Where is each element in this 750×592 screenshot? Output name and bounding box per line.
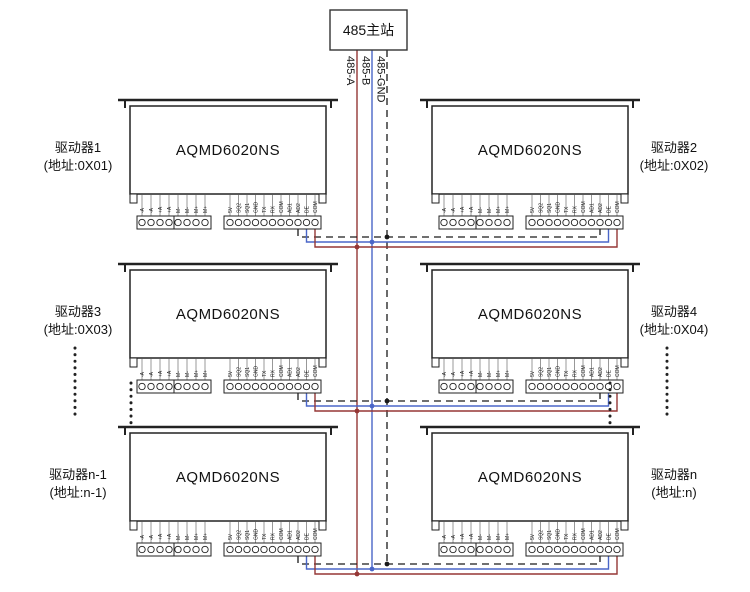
driver-n1-address: (地址:n-1)	[49, 485, 106, 500]
junction-dot	[384, 234, 390, 240]
driver-unit-4	[418, 262, 642, 395]
gnd-wire-row3	[297, 556, 601, 565]
driver-3-name: 驱动器3	[55, 304, 101, 319]
driver-n1-name: 驱动器n-1	[49, 467, 107, 482]
junction-dot	[384, 561, 390, 567]
driver-unit-6	[418, 425, 642, 558]
485b-wire-row2	[305, 393, 610, 407]
driver-n-address: (地址:n)	[651, 485, 697, 500]
485a-wire-row2	[314, 393, 618, 412]
row-1-wiring	[297, 229, 618, 250]
driver-unit-3	[116, 262, 340, 395]
junction-dot	[369, 403, 375, 409]
master-station-box	[329, 9, 408, 51]
bus-485b-label: 485-B	[360, 56, 372, 85]
driver-4-caption: 驱动器4 (地址:0X04)	[640, 304, 709, 337]
driver-2-address: (地址:0X02)	[640, 158, 709, 173]
master-station: 485主站	[329, 9, 408, 51]
driver-n-caption: 驱动器n (地址:n)	[651, 467, 697, 500]
junction-dot	[384, 398, 390, 404]
driver-2-caption: 驱动器2 (地址:0X02)	[640, 140, 709, 173]
junction-dot	[354, 244, 360, 250]
driver-1-caption: 驱动器1 (地址:0X01)	[44, 140, 113, 173]
junction-dot	[354, 408, 360, 414]
gnd-wire-row2	[297, 393, 601, 402]
driver-1-name: 驱动器1	[55, 140, 101, 155]
485a-wire-row3	[314, 556, 618, 575]
driver-4-name: 驱动器4	[651, 304, 697, 319]
driver-unit-5	[116, 425, 340, 558]
junction-dot	[369, 239, 375, 245]
485a-wire-row1	[314, 229, 618, 248]
driver-unit-1	[116, 98, 340, 231]
row-3-wiring	[297, 556, 618, 577]
master-station-label: 485主站	[343, 22, 394, 38]
driver-n1-caption: 驱动器n-1 (地址:n-1)	[49, 467, 107, 500]
driver-2-name: 驱动器2	[651, 140, 697, 155]
driver-3-address: (地址:0X03)	[44, 322, 113, 337]
bus-gnd-label: 485-GND	[375, 56, 387, 103]
driver-n-name: 驱动器n	[651, 467, 697, 482]
485b-wire-row3	[305, 556, 610, 570]
485b-wire-row1	[305, 229, 610, 243]
driver-1-address: (地址:0X01)	[44, 158, 113, 173]
driver-unit-2	[418, 98, 642, 231]
row-2-wiring	[297, 393, 618, 414]
junction-dot	[369, 566, 375, 572]
gnd-wire-row1	[297, 229, 601, 238]
bus-485a-label: 485-A	[344, 56, 356, 86]
driver-4-address: (地址:0X04)	[640, 322, 709, 337]
junction-dot	[354, 571, 360, 577]
driver-3-caption: 驱动器3 (地址:0X03)	[44, 304, 113, 337]
